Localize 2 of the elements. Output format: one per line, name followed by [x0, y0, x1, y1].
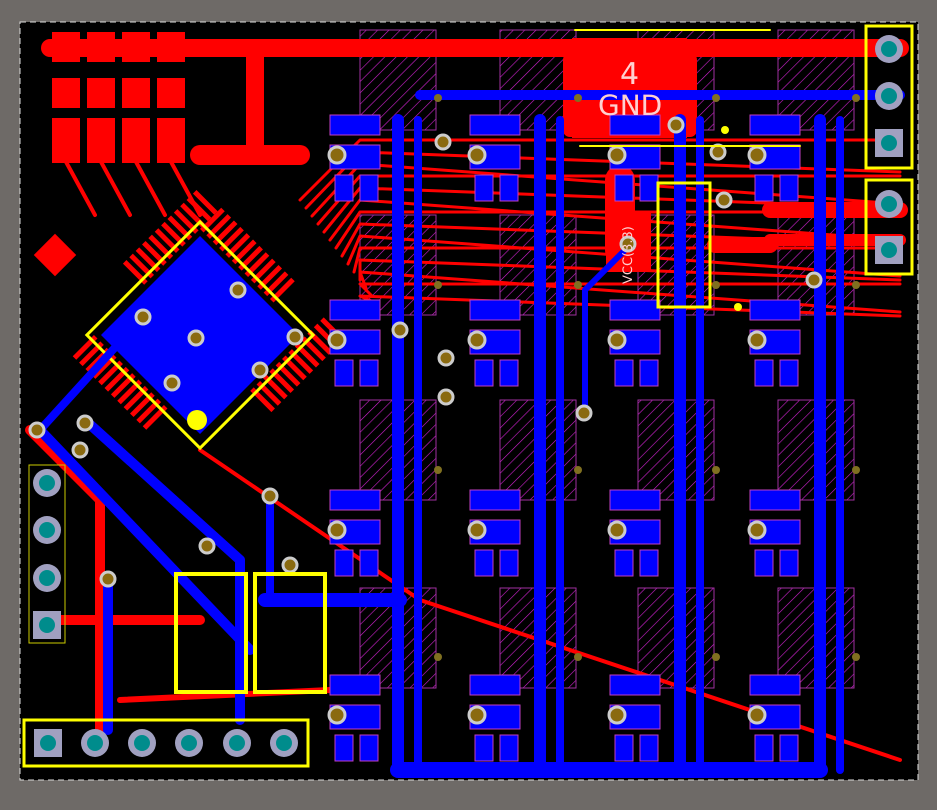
silkscreen-number: 4: [620, 60, 640, 90]
silkscreen-label: VCC(3.3): [622, 226, 635, 284]
